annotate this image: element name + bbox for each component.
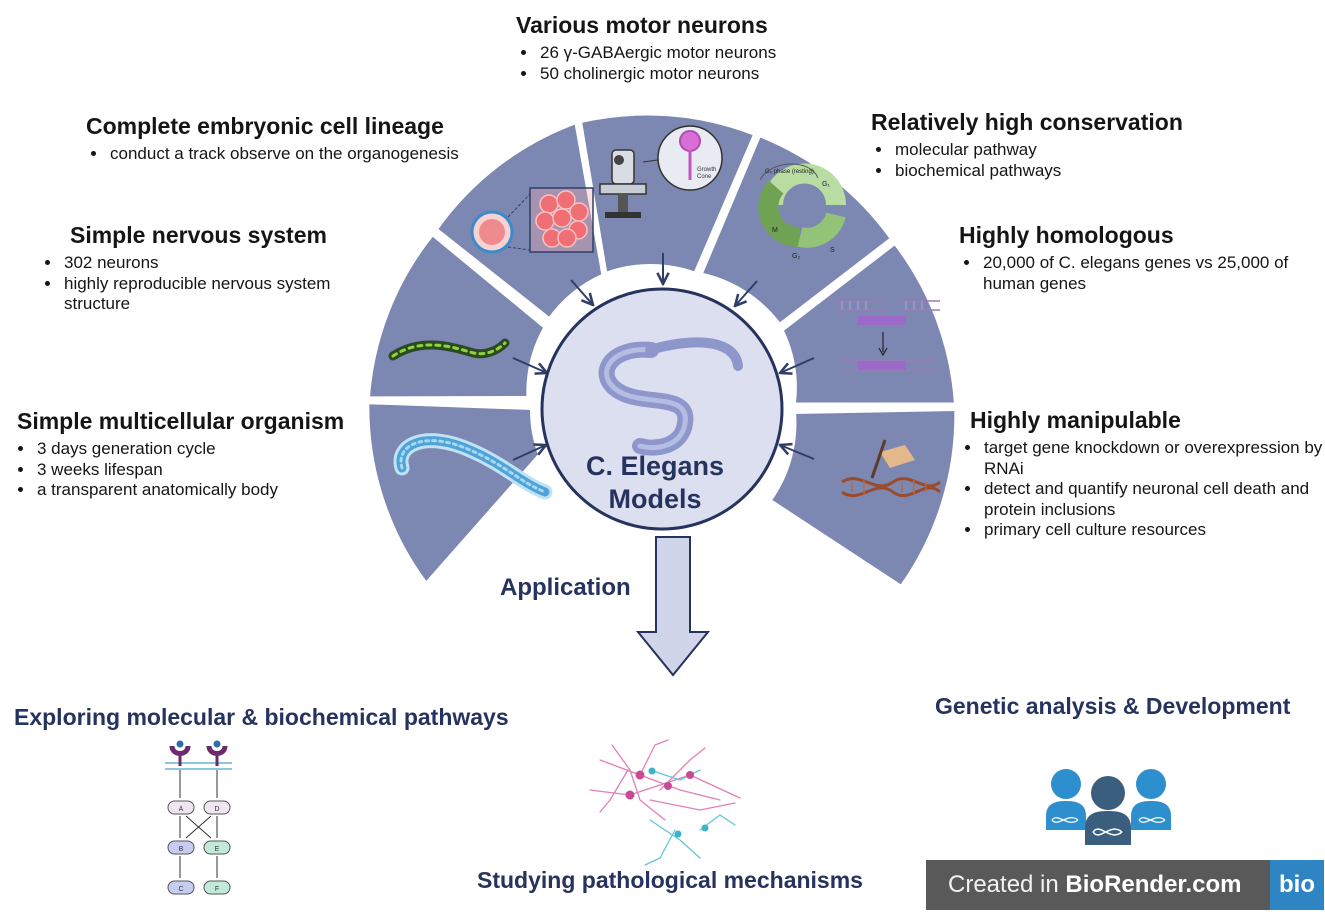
biorender-banner: Created in BioRender.com bio — [926, 860, 1324, 910]
bullet-item: 20,000 of C. elegans genes vs 25,000 of … — [981, 253, 1311, 294]
bullet-item: 3 days generation cycle — [35, 439, 344, 460]
bullet-item: highly reproducible nervous system struc… — [62, 274, 362, 315]
cell-cycle-g1: G₁ — [822, 181, 830, 188]
bullet-item: detect and quantify neuronal cell death … — [982, 479, 1325, 520]
neuron-network-icon — [589, 739, 741, 866]
outcome-genetic-title: Genetic analysis & Development — [935, 693, 1291, 719]
feature-nervous-system: Simple nervous system 302 neurons highly… — [64, 221, 362, 315]
arrow-manipulable — [780, 445, 815, 460]
feature-title: Complete embryonic cell lineage — [86, 113, 444, 139]
bullet-item: target gene knockdown or overexpression … — [982, 438, 1325, 479]
converging-arrows — [512, 253, 815, 461]
cell-cycle-icon: G₀ phase (resting) G₁ M G₂ S — [758, 163, 846, 260]
banner-prefix: Created in — [948, 871, 1066, 898]
feature-bullets: 26 γ-GABAergic motor neurons 50 choliner… — [516, 43, 776, 84]
cell-cycle-m: M — [772, 227, 778, 234]
growth-cone-label-2: Cone — [697, 174, 712, 180]
pathway-label: E — [215, 846, 220, 853]
arrow-organism — [512, 445, 546, 461]
feature-title: Various motor neurons — [516, 12, 768, 38]
feature-title: Relatively high conservation — [871, 109, 1183, 135]
bullet-item: conduct a track observe on the organogen… — [108, 144, 459, 165]
pathway-label: F — [215, 886, 219, 893]
pathway-label: A — [179, 806, 184, 813]
feature-conservation: Relatively high conservation molecular p… — [871, 108, 1183, 181]
banner-brand: BioRender.com — [1065, 871, 1242, 898]
arrow-conservation — [735, 280, 758, 306]
growth-cone-label-1: Growth — [697, 167, 716, 173]
dna-recombination-icon — [836, 300, 940, 371]
arrow-homologous — [780, 357, 815, 373]
worm-icon-transparent — [393, 433, 553, 500]
feature-title: Simple nervous system — [70, 222, 327, 248]
bullet-item: 302 neurons — [62, 253, 362, 274]
center-worm-icon — [598, 337, 743, 456]
people-dna-icon — [1046, 769, 1171, 845]
worm-icon-green — [388, 338, 510, 361]
center-label-line2: Models — [608, 484, 702, 514]
feature-manipulable: Highly manipulable target gene knockdown… — [970, 406, 1325, 541]
embryo-icon — [470, 187, 594, 254]
pathway-label: D — [214, 806, 219, 813]
bullet-item: a transparent anatomically body — [35, 480, 344, 501]
dna-editing-icon — [841, 439, 942, 498]
segment-embryonic-lineage — [433, 119, 606, 323]
feature-title: Highly manipulable — [970, 407, 1181, 433]
bullet-item: biochemical pathways — [893, 161, 1183, 182]
segment-manipulable — [766, 406, 959, 590]
banner-logo-text: bio — [1279, 871, 1315, 898]
ring-segments — [365, 111, 959, 590]
segment-simple-organism — [365, 400, 543, 588]
pathway-label: C — [178, 886, 183, 893]
feature-bullets: target gene knockdown or overexpression … — [960, 438, 1325, 541]
feature-bullets: molecular pathway biochemical pathways — [871, 140, 1183, 181]
application-label: Application — [500, 574, 631, 601]
bullet-item: 26 γ-GABAergic motor neurons — [538, 43, 776, 64]
center-label: C. Elegans Models — [555, 450, 755, 516]
feature-bullets: 20,000 of C. elegans genes vs 25,000 of … — [959, 253, 1311, 294]
pathway-diagram-icon: A D B E C F — [165, 740, 232, 895]
bullet-item: 3 weeks lifespan — [35, 460, 344, 481]
outcome-pathological-title: Studying pathological mechanisms — [477, 867, 863, 893]
banner-text: Created in BioRender.com — [948, 871, 1241, 899]
pathway-label: B — [179, 846, 184, 853]
microscope-icon — [599, 149, 647, 218]
bullet-item: 50 cholinergic motor neurons — [538, 64, 776, 85]
arrow-lineage — [570, 279, 593, 305]
neuron-growth-cone-icon: Growth Cone — [642, 125, 723, 191]
outcome-molecular-title: Exploring molecular & biochemical pathwa… — [14, 704, 509, 730]
arrow-nervous — [512, 357, 547, 373]
bullet-item: molecular pathway — [893, 140, 1183, 161]
cell-cycle-g2: G₂ — [792, 253, 800, 260]
application-arrow — [635, 536, 711, 677]
cell-cycle-s: S — [830, 247, 835, 254]
feature-homologous: Highly homologous 20,000 of C. elegans g… — [959, 221, 1311, 294]
feature-motor-neurons: Various motor neurons 26 γ-GABAergic mot… — [516, 11, 776, 84]
biorender-logo-icon: bio — [1270, 860, 1324, 910]
center-label-line1: C. Elegans — [585, 451, 725, 481]
feature-title: Highly homologous — [959, 222, 1174, 248]
bullet-item: primary cell culture resources — [982, 520, 1325, 541]
feature-bullets: 3 days generation cycle 3 weeks lifespan… — [13, 439, 344, 501]
feature-embryonic-lineage: Complete embryonic cell lineage conduct … — [86, 112, 459, 165]
cell-cycle-phase-label: G₀ phase (resting) — [765, 169, 814, 175]
feature-title: Simple multicellular organism — [17, 408, 345, 434]
feature-bullets: 302 neurons highly reproducible nervous … — [40, 253, 362, 315]
feature-bullets: conduct a track observe on the organogen… — [86, 144, 459, 165]
segment-nervous-system — [365, 231, 549, 401]
feature-simple-organism: Simple multicellular organism 3 days gen… — [17, 407, 344, 501]
